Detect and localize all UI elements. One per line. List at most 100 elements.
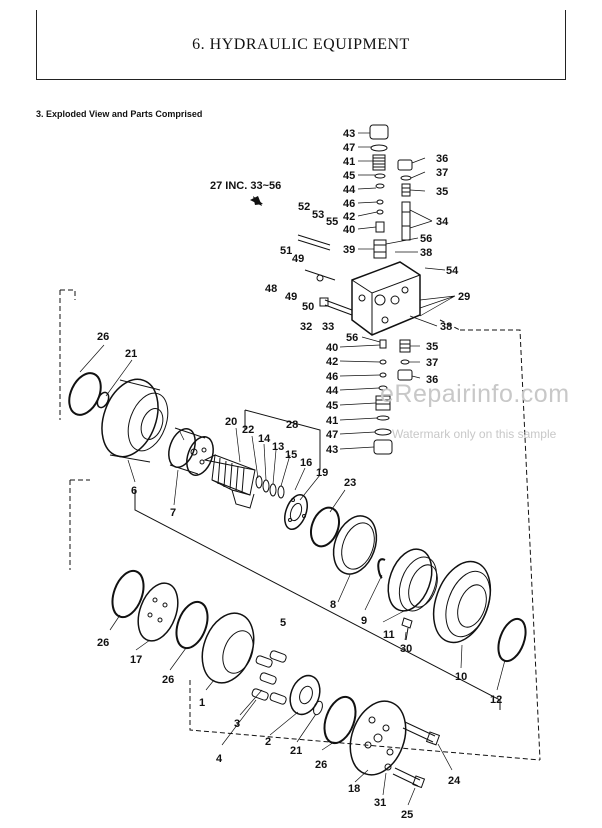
callout: 45 <box>343 170 355 182</box>
callout: 56 <box>420 233 432 245</box>
valve-stack-right <box>397 159 413 241</box>
callout: 21 <box>290 745 302 757</box>
callout: 4 <box>216 753 223 765</box>
dash-bracket-top-left <box>60 289 76 300</box>
washer-31 <box>384 763 392 771</box>
callout: 49 <box>292 253 304 265</box>
callout: 35 <box>426 341 438 353</box>
rotor-2 <box>289 674 321 716</box>
callout: 7 <box>170 507 176 519</box>
callout: 26 <box>97 637 109 649</box>
callout: 22 <box>242 424 254 436</box>
callout: 10 <box>455 671 467 683</box>
page-title: 6. HYDRAULIC EQUIPMENT <box>192 36 410 53</box>
callout: 42 <box>326 356 338 368</box>
bearing-11 <box>387 548 438 612</box>
callout: 40 <box>326 342 338 354</box>
callout: 3 <box>234 718 240 730</box>
seal-23 <box>309 506 341 548</box>
o-ring-26-left <box>111 569 145 619</box>
callout: 26 <box>97 331 109 343</box>
dash-bracket-bottom <box>189 680 541 761</box>
callout: 53 <box>312 209 324 221</box>
valve-stack-top <box>369 124 389 259</box>
housing-6 <box>101 378 169 463</box>
small-seal-parts <box>255 475 285 499</box>
callout: 17 <box>130 654 142 666</box>
callout: 9 <box>361 615 367 627</box>
callout: 23 <box>344 477 356 489</box>
callout: 38 <box>440 321 452 333</box>
callout: 1 <box>199 697 205 709</box>
bolt-24 <box>402 721 436 743</box>
callout: 46 <box>343 198 355 210</box>
callout: 35 <box>436 186 448 198</box>
callout: 25 <box>401 809 413 821</box>
o-ring-26-bottom <box>323 695 357 745</box>
callout: 36 <box>426 374 438 386</box>
callout: 16 <box>300 457 312 469</box>
callout: 6 <box>131 485 137 497</box>
callout: 45 <box>326 400 338 412</box>
callout: 33 <box>322 321 334 333</box>
housing-10 <box>432 560 492 644</box>
assembly-label: 27 INC. 33~56 <box>210 180 281 192</box>
callout: 40 <box>343 224 355 236</box>
callout: 48 <box>265 283 277 295</box>
callout: 8 <box>330 599 336 611</box>
valve-plate-17 <box>137 582 179 642</box>
callout: 56 <box>346 332 358 344</box>
callout: 14 <box>258 433 271 445</box>
callout: 20 <box>225 416 237 428</box>
callout: 38 <box>420 247 432 259</box>
callout: 24 <box>448 775 461 787</box>
callout: 26 <box>162 674 174 686</box>
callout: 43 <box>326 444 338 456</box>
callout: 41 <box>326 415 338 427</box>
callout: 19 <box>316 467 328 479</box>
callout: 49 <box>285 291 297 303</box>
callout: 39 <box>343 244 355 256</box>
callout: 11 <box>383 629 395 641</box>
callout: 2 <box>265 736 271 748</box>
valve-stack-right-lower <box>397 339 413 381</box>
bolt-25 <box>392 767 421 787</box>
bracket-28 <box>244 409 321 470</box>
screw-30 <box>401 617 413 641</box>
callout: 37 <box>436 167 448 179</box>
callout: 44 <box>343 184 356 196</box>
callout: 13 <box>272 441 284 453</box>
callout: 42 <box>343 211 355 223</box>
callout: 41 <box>343 156 355 168</box>
callout: 12 <box>490 694 502 706</box>
block-bolts <box>297 234 353 316</box>
o-ring-26-center <box>175 600 209 650</box>
shaft-20 <box>203 454 256 509</box>
callout: 55 <box>326 216 338 228</box>
callout: 52 <box>298 201 310 213</box>
callout: 21 <box>125 348 137 360</box>
rollers-3 <box>251 650 287 705</box>
callout: 43 <box>343 128 355 140</box>
leader-lines <box>79 132 506 806</box>
watermark-sub: Watermark only on this sample <box>392 427 557 441</box>
section-title: 3. Exploded View and Parts Comprised <box>36 109 203 119</box>
valve-block-29 <box>351 261 421 336</box>
callout: 51 <box>280 245 292 257</box>
cam-ring-1 <box>201 612 255 684</box>
callout: 47 <box>343 142 355 154</box>
end-cover-18 <box>349 700 407 776</box>
callout: 36 <box>436 153 448 165</box>
bearing-19 <box>284 493 308 531</box>
header-box: 6. HYDRAULIC EQUIPMENT <box>36 10 566 80</box>
callout: 15 <box>285 449 297 461</box>
callout: 18 <box>348 783 360 795</box>
callout: 50 <box>302 301 314 313</box>
callout: 44 <box>326 385 339 397</box>
cylinder-block-7 <box>168 427 214 476</box>
callout: 47 <box>326 429 338 441</box>
dash-bracket-right <box>460 329 541 761</box>
callout: 37 <box>426 357 438 369</box>
callout: 30 <box>400 643 412 655</box>
